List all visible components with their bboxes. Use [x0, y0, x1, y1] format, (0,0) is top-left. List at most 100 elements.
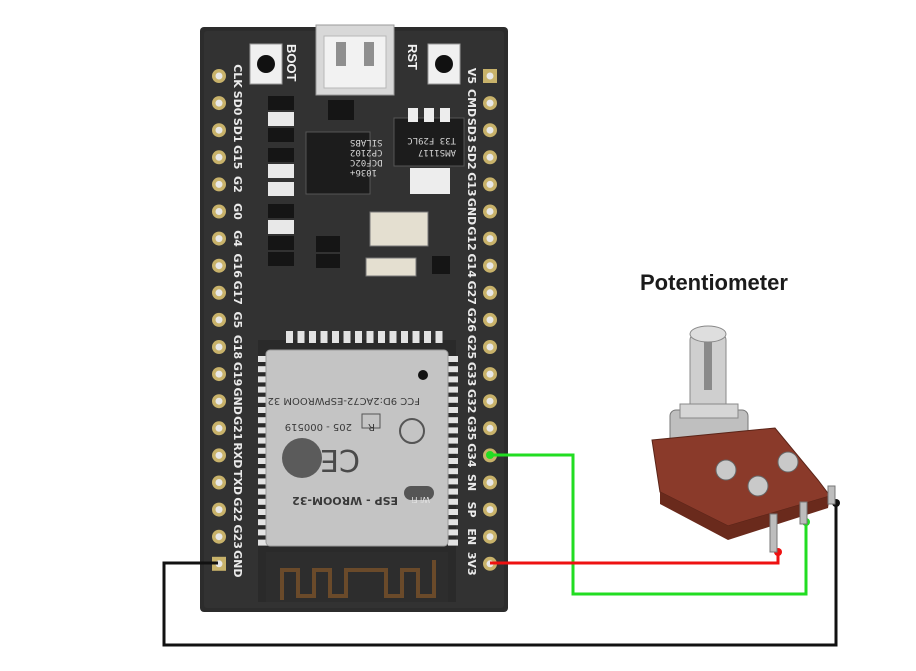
- chip-text-4: 1036+: [349, 167, 377, 177]
- left-pin-hole-12: [215, 397, 223, 405]
- module-side-pad-r-8: [448, 437, 458, 444]
- module-top-pad-4: [332, 331, 339, 343]
- right-pin-label-18: 3V3: [465, 552, 478, 576]
- left-pin-label-7: G16: [231, 254, 244, 279]
- module-side-pad-l-7: [258, 427, 268, 434]
- left-pin-hole-13: [215, 424, 223, 432]
- module-top-pad-2: [309, 331, 316, 343]
- left-pin-label-4: G2: [231, 176, 244, 193]
- left-pin-labels: CLKSD0SD1G15G2G0G4G16G17G5G18G19GNDG21RX…: [231, 64, 244, 577]
- module-top-pad-10: [401, 331, 408, 343]
- module-top-pad-13: [435, 331, 443, 343]
- left-pin-hole-11: [215, 370, 223, 378]
- potentiometer-title: Potentiometer: [640, 270, 788, 295]
- module-top-pad-8: [378, 331, 385, 343]
- module-top-pad-5: [343, 331, 351, 343]
- right-pin-hole-12: [486, 397, 494, 405]
- right-pin-hole-10: [486, 343, 494, 351]
- module-top-pad-7: [366, 331, 374, 343]
- module-ce-mark: CE: [320, 442, 360, 477]
- left-pin-label-3: G15: [231, 145, 244, 169]
- module-top-pad-3: [320, 331, 328, 343]
- module-side-pad-l-13: [258, 488, 268, 495]
- module-pads: [258, 331, 458, 546]
- module-side-pad-r-0: [448, 356, 458, 362]
- module-side-pad-r-2: [448, 376, 458, 383]
- right-pin-label-2: SD3: [465, 118, 478, 143]
- left-pin-hole-9: [215, 316, 223, 324]
- rst-button: [427, 43, 461, 85]
- right-pin-label-9: G26: [465, 308, 478, 333]
- module-side-pad-l-3: [258, 386, 268, 393]
- left-pin-label-5: G0: [231, 203, 244, 220]
- right-pin-label-5: GND: [465, 198, 478, 225]
- right-pin-hole-5: [486, 208, 494, 215]
- right-pin-hole-9: [486, 316, 494, 324]
- pot-rivet-2: [747, 475, 769, 497]
- right-pin-label-0: V5: [465, 68, 478, 84]
- module-top-pad-12: [424, 331, 431, 343]
- left-pin-label-8: G17: [231, 281, 244, 305]
- module-side-pad-r-9: [448, 447, 458, 454]
- module-side-pad-r-16: [448, 519, 458, 526]
- right-pin-hole-6: [486, 235, 494, 243]
- left-pin-header: [212, 69, 226, 571]
- module-side-pad-l-8: [258, 437, 268, 444]
- module-side-pad-r-1: [448, 366, 458, 373]
- r-mark-box: [361, 413, 381, 429]
- module-side-pad-l-15: [258, 509, 268, 515]
- red-wire: [490, 552, 780, 565]
- module-fcc-text: FCC 9D:2AC72-ESPWROOM 32: [268, 395, 420, 406]
- left-pin-hole-6: [215, 235, 223, 243]
- module-side-pad-l-5: [258, 407, 268, 413]
- module-top-pad-1: [297, 331, 305, 343]
- pot-terminal-3: [827, 485, 836, 505]
- module-wifi-text: Wi Fi: [411, 495, 430, 504]
- left-pin-hole-5: [215, 208, 223, 215]
- wifi-logo-icon: [404, 486, 434, 500]
- left-pin-hole-1: [215, 99, 223, 107]
- left-pin-hole-14: [215, 451, 223, 459]
- module-side-pad-r-10: [448, 458, 458, 464]
- module-side-pad-r-7: [448, 427, 458, 434]
- left-pin-hole-2: [215, 126, 223, 134]
- right-pin-labels: V5CMDSD3SD2G13GNDG12G14G27G26G25G33G32G3…: [465, 68, 478, 576]
- pot-rivet-3: [777, 451, 799, 473]
- right-pin-label-3: SD2: [465, 145, 478, 170]
- right-pin-hole-13: [486, 424, 494, 432]
- module-side-pad-r-14: [448, 498, 458, 505]
- module-top-pad-11: [412, 331, 420, 343]
- module-top-pad-6: [355, 331, 362, 343]
- right-pin-hole-11: [486, 370, 494, 378]
- module-r-mark: R: [368, 421, 375, 432]
- module-side-pad-l-6: [258, 417, 268, 424]
- left-pin-label-0: CLK: [231, 64, 244, 88]
- left-pin-hole-10: [215, 343, 223, 351]
- module-side-pad-r-18: [448, 539, 458, 546]
- module-side-pad-l-9: [258, 447, 268, 454]
- module-side-pad-r-6: [448, 417, 458, 424]
- chip-text-1: SILABS: [350, 137, 383, 147]
- right-pin-hole-8: [486, 289, 494, 297]
- right-pin-label-7: G14: [465, 254, 478, 279]
- module-side-pad-r-15: [448, 509, 458, 515]
- boot-label: BOOT: [284, 44, 299, 82]
- module-name: ESP - WROOM-32: [292, 494, 398, 507]
- right-pin-hole-15: [486, 479, 494, 486]
- left-pin-label-18: GND: [231, 550, 244, 577]
- black-wire: [162, 503, 838, 647]
- voltage-regulator: AMS1117 T33 F29LC: [393, 108, 465, 167]
- right-pin-label-14: G34: [465, 443, 478, 468]
- left-pin-label-11: G19: [231, 362, 244, 386]
- module-side-pad-l-2: [258, 376, 268, 383]
- esp32-board: BOOT RST: [200, 24, 508, 612]
- module-side-pad-l-12: [258, 478, 268, 485]
- right-pin-hole-2: [486, 126, 494, 134]
- left-pin-label-1: SD0: [231, 91, 244, 116]
- right-pin-hole-7: [486, 262, 494, 270]
- module-side-pad-l-17: [258, 529, 268, 536]
- usb-connector: [315, 24, 395, 96]
- chip-text-2: CP2102: [350, 147, 383, 157]
- right-pin-label-16: SP: [465, 502, 478, 518]
- chip-text-3: DCF02C: [350, 157, 383, 167]
